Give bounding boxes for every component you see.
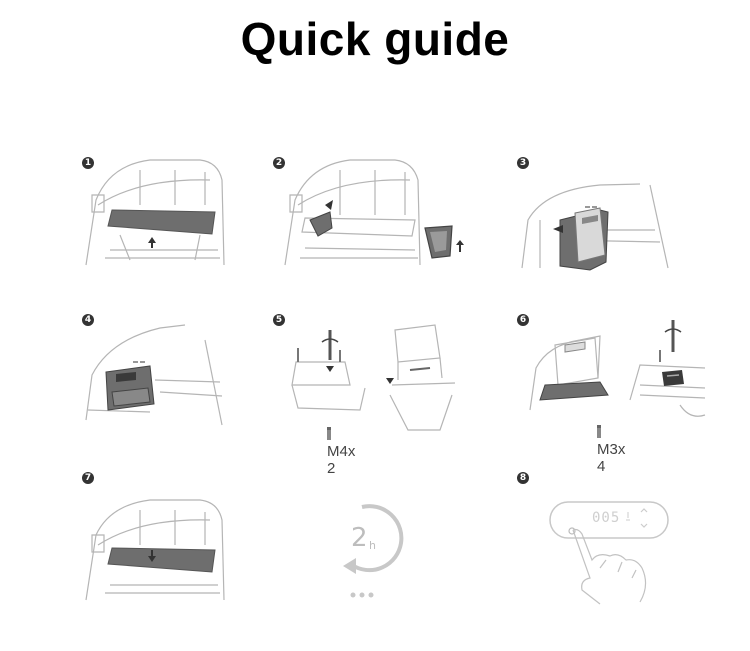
screw-spec-label-m3: M3x 4 bbox=[597, 424, 625, 475]
timer-unit: h bbox=[369, 539, 376, 552]
screw-icon bbox=[327, 427, 331, 440]
step-number-2: 2 bbox=[273, 157, 285, 169]
step-number-7: 7 bbox=[82, 472, 94, 484]
step-number-5: 5 bbox=[273, 314, 285, 326]
screw-icon bbox=[597, 425, 601, 438]
step-number-4: 4 bbox=[82, 314, 94, 326]
display-readout: 005 bbox=[592, 510, 621, 526]
step-number-1: 1 bbox=[82, 157, 94, 169]
step-number-8: 8 bbox=[517, 472, 529, 484]
page-title: Quick guide bbox=[240, 13, 510, 65]
step-number-6: 6 bbox=[517, 314, 529, 326]
timer-value: 2 bbox=[351, 523, 368, 553]
screw-spec-label-m4: M4x 2 bbox=[327, 426, 355, 477]
screw-spec-text: M3x 4 bbox=[597, 441, 626, 475]
screw-spec-text: M4x 2 bbox=[327, 443, 356, 477]
step-number-3: 3 bbox=[517, 157, 529, 169]
